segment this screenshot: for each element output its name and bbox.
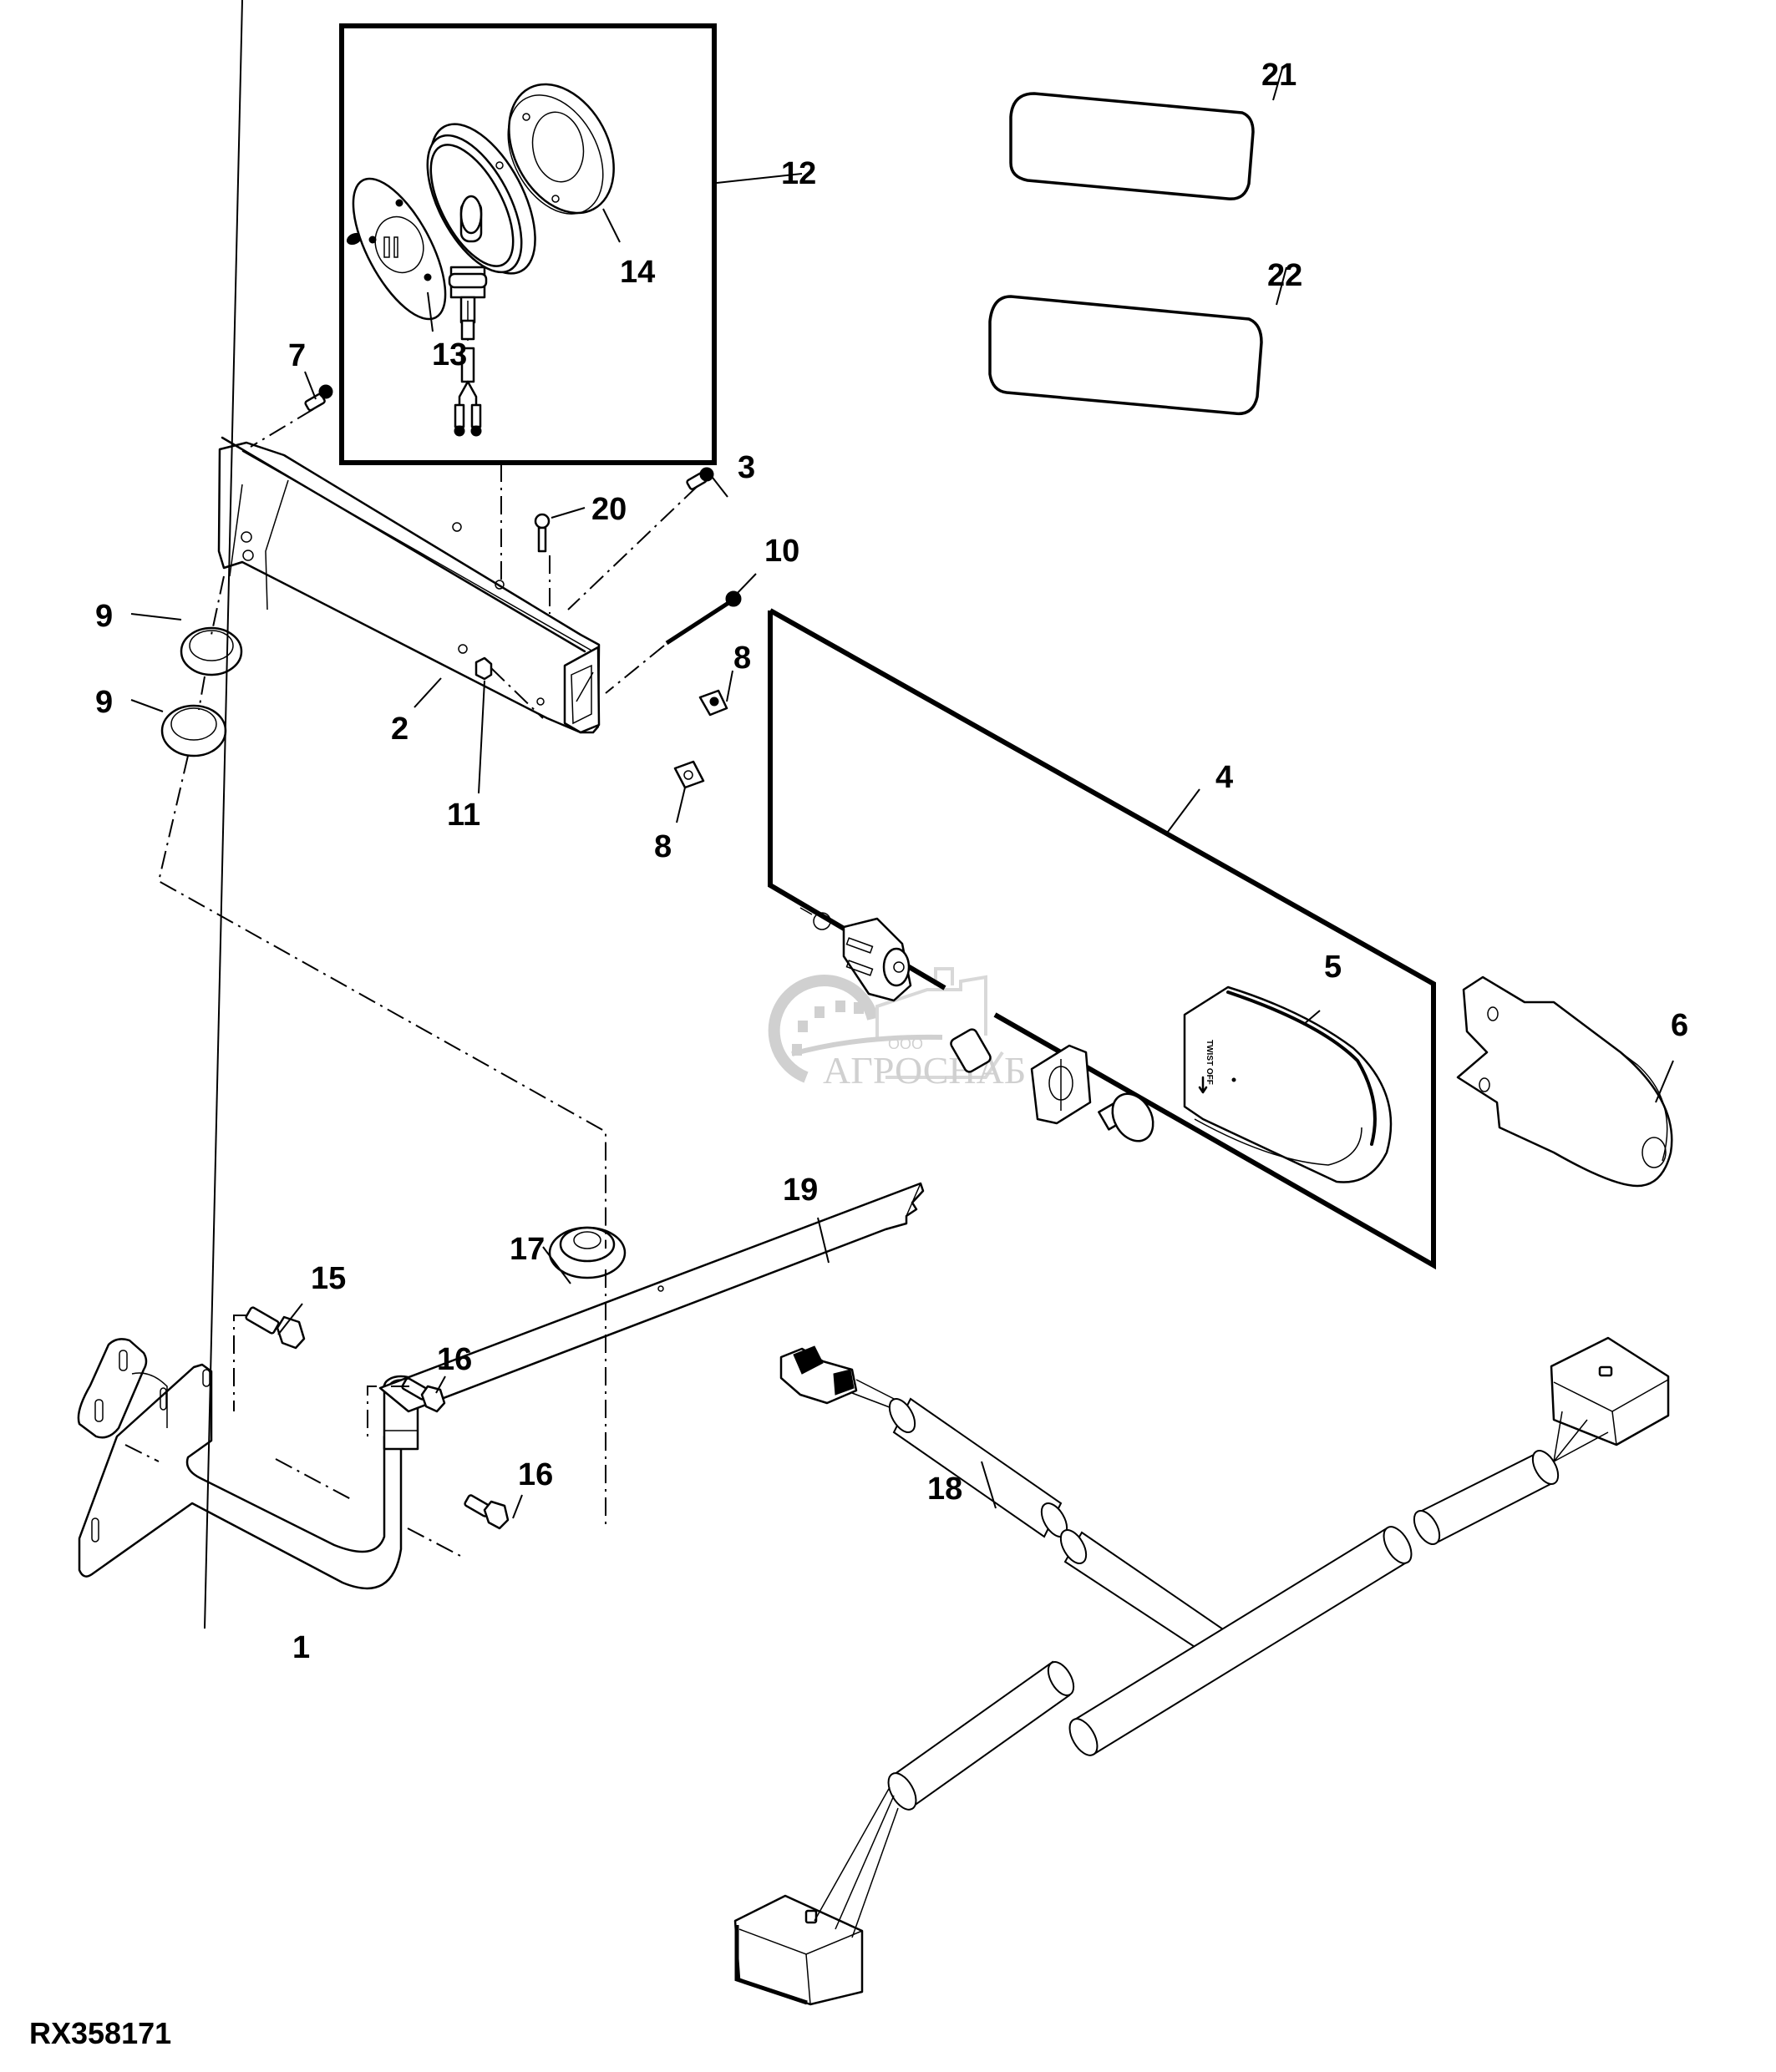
- cap-screw-15: [245, 1306, 306, 1350]
- callout-2: 2: [391, 712, 408, 747]
- conduit-segment-2: [1059, 1529, 1230, 1659]
- decal-22: [988, 295, 1263, 416]
- tail-light-assembly: TWIST OFF: [799, 907, 1393, 1183]
- watermark-logo: ООО АГРОСНАБ: [768, 967, 1026, 1092]
- warning-light-assembly: [346, 83, 615, 437]
- lens-marking: TWIST OFF: [1205, 1040, 1214, 1085]
- callout-16a: 16: [437, 1342, 472, 1377]
- callout-20: 20: [591, 492, 627, 527]
- lens-14: [495, 83, 615, 215]
- bolt-10: [665, 590, 742, 646]
- callout-8a: 8: [733, 641, 751, 676]
- bushing-9b: [160, 704, 227, 757]
- bushing-9a: [180, 626, 243, 676]
- callout-14: 14: [620, 255, 655, 290]
- lens-13: [352, 177, 447, 321]
- conduit-segment-1: [888, 1397, 1068, 1538]
- watermark-prefix: ООО: [888, 1036, 923, 1052]
- lamp-housing: [426, 123, 536, 437]
- flange-screw-16a: [401, 1377, 446, 1413]
- callout-19: 19: [783, 1173, 818, 1208]
- bulb: [1098, 1092, 1154, 1142]
- callout-3: 3: [738, 450, 755, 485]
- callout-17: 17: [510, 1232, 545, 1267]
- bulb-base: [950, 1028, 992, 1073]
- clip-nut-8a: [698, 689, 728, 717]
- gasket: [1030, 1044, 1092, 1125]
- lock-washer-icon: [799, 907, 831, 930]
- callout-labels: 1 2 3 4 5 6 7 8 8 9 9 10 11 12 13 14 15 …: [95, 58, 1688, 1665]
- callout-13: 13: [432, 337, 467, 372]
- light-housing-6: [1456, 975, 1673, 1188]
- callout-10: 10: [764, 534, 799, 569]
- clip-nut-8b: [673, 760, 705, 789]
- conduit-main: [1068, 1526, 1413, 1756]
- wiring-harness: [733, 1336, 1670, 2006]
- callout-12: 12: [781, 156, 816, 191]
- conduit-lower: [887, 1660, 1075, 1811]
- inset-frame-12: [339, 23, 717, 465]
- strap-19: [378, 1182, 925, 1413]
- decal-21: [1009, 92, 1255, 200]
- callout-22: 22: [1267, 258, 1302, 293]
- socket: [842, 917, 912, 1002]
- lens-5: TWIST OFF: [1183, 985, 1393, 1183]
- leader-lines: [130, 0, 1674, 1629]
- grommet-17: [548, 1226, 627, 1279]
- callout-5: 5: [1324, 950, 1342, 985]
- callout-21: 21: [1261, 58, 1296, 93]
- gear-icon: [768, 975, 879, 1083]
- connector-top-right: [1550, 1336, 1670, 1446]
- screw-3: [686, 467, 714, 490]
- conduit-right: [1413, 1450, 1560, 1545]
- screw-20: [534, 513, 551, 553]
- callout-6: 6: [1671, 1008, 1688, 1043]
- callout-7: 7: [288, 338, 306, 373]
- callout-11: 11: [447, 798, 480, 833]
- assembly-centerlines: [124, 408, 698, 1558]
- callout-15: 15: [311, 1261, 346, 1296]
- callout-18: 18: [927, 1472, 962, 1507]
- nut-11: [474, 656, 493, 681]
- mounting-plate: [77, 1338, 168, 1439]
- callout-9b: 9: [95, 685, 113, 720]
- flange-screw-16b: [464, 1494, 510, 1530]
- connector-bottom-left: [733, 1894, 864, 2006]
- watermark-brand: АГРОСНАБ: [823, 1049, 1026, 1092]
- callout-9a: 9: [95, 599, 113, 634]
- combine-harvester-icon: [875, 967, 1004, 1079]
- figure-id: RX358171: [29, 2016, 171, 2050]
- callout-1: 1: [292, 1630, 310, 1665]
- callout-16b: 16: [518, 1457, 553, 1492]
- light-arm: [217, 436, 601, 734]
- screw-7: [304, 384, 333, 412]
- callout-4: 4: [1215, 760, 1233, 795]
- callout-8b: 8: [654, 829, 672, 864]
- connector-top-left: [779, 1345, 858, 1405]
